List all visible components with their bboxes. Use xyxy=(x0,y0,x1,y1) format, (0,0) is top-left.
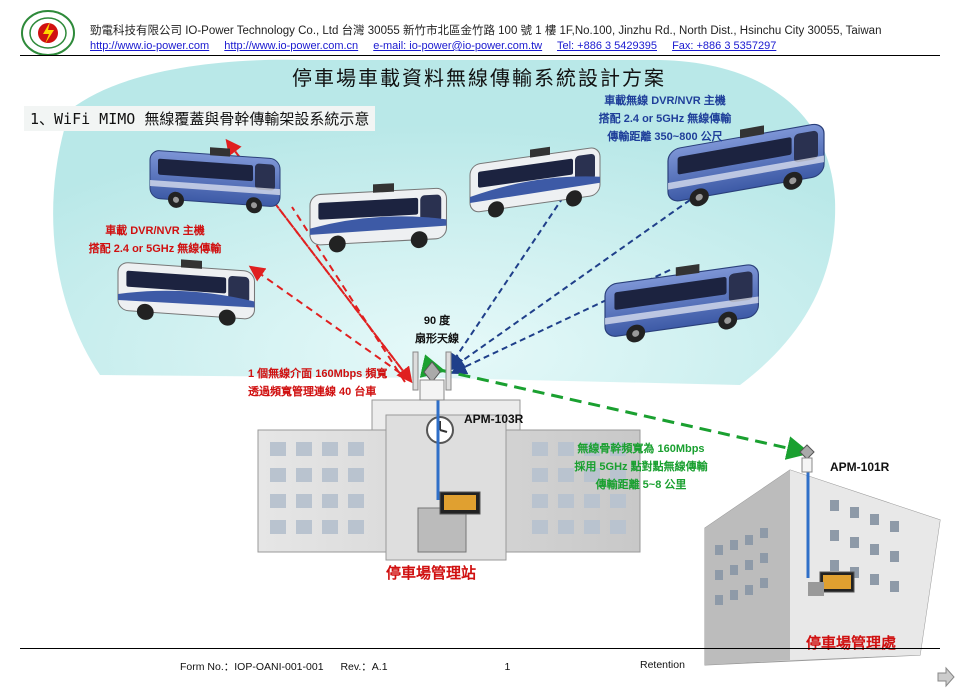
footer-divider xyxy=(20,648,940,649)
next-page-arrow-icon[interactable] xyxy=(937,666,955,688)
page-number: 1 xyxy=(504,661,511,673)
tel-text: Tel: +886 3 5429395 xyxy=(556,40,657,52)
website-cn-link[interactable]: http://www.io-power.com.cn xyxy=(224,40,359,52)
apm-103r-label: APM-103R xyxy=(464,412,524,426)
green-backbone-link xyxy=(419,354,811,460)
email-link[interactable]: e-mail: io-power@io-power.com.tw xyxy=(373,40,543,52)
backbone-label: 無線骨幹頻寬為 160Mbps 採用 5GHz 點對點無線傳輸 傳輸距離 5~8… xyxy=(574,443,708,491)
blue-wireless-links xyxy=(447,171,691,375)
revision: Rev.：A.1 xyxy=(340,661,388,673)
header-divider xyxy=(20,55,940,56)
retention-label: Retention xyxy=(640,659,685,671)
management-office-label: 停車場管理處 xyxy=(806,634,897,652)
apm-101r-antenna xyxy=(799,444,815,473)
antenna-label: 90 度 扇形天線 xyxy=(415,315,459,345)
contact-info: http://www.io-power.com http://www.io-po… xyxy=(90,40,788,52)
bandwidth-label: 1 個無線介面 160Mbps 頻寬 透過頻寬管理連線 40 台車 xyxy=(248,368,388,398)
footer: Form No.：IOP-OANI-001-001 Rev.：A.1 1 xyxy=(180,659,524,674)
vehicle-dvr-label: 車載 DVR/NVR 主機 搭配 2.4 or 5GHz 無線傳輸 xyxy=(88,225,222,255)
fax-text: Fax: +886 3 5357297 xyxy=(672,40,777,52)
management-office-building xyxy=(704,469,941,666)
vehicle-wireless-label: 車載無線 DVR/NVR 主機 搭配 2.4 or 5GHz 無線傳輸 傳輸距離… xyxy=(598,95,732,143)
page-title: 停車場車載資料無線傳輸系統設計方案 xyxy=(292,66,666,90)
section-heading: 1、WiFi MIMO 無線覆蓋與骨幹傳輸架設系統示意 xyxy=(24,106,376,131)
company-logo xyxy=(21,10,75,56)
apm-101r-label: APM-101R xyxy=(830,460,890,474)
apm-103r-antenna xyxy=(412,351,452,401)
parking-station-label: 停車場管理站 xyxy=(386,564,477,582)
company-info: 勁電科技有限公司 IO-Power Technology Co., Ltd 台灣… xyxy=(90,25,882,37)
parking-station-building xyxy=(257,385,641,561)
form-number: Form No.：IOP-OANI-001-001 xyxy=(180,661,324,673)
website-link[interactable]: http://www.io-power.com xyxy=(90,40,210,52)
